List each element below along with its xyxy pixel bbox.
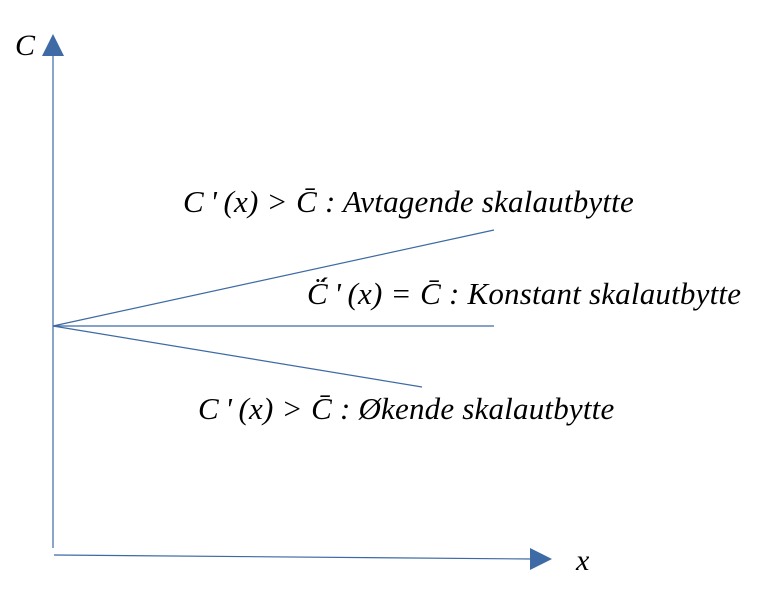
constant-returns-label: C̈́ ' (x) = C̄ : Konstant skalautbytte	[307, 276, 741, 311]
x-axis-arrowhead	[530, 548, 552, 570]
x-axis	[53, 554, 533, 560]
decreasing-returns-label: C ' (x) > C̄ : Avtagende skalautbytte	[183, 184, 634, 219]
decreasing-returns-line	[52, 229, 495, 327]
x-axis-label: x	[575, 544, 590, 577]
increasing-returns-line	[52, 325, 423, 388]
increasing-returns-label: C ' (x) > C̄ : Økende skalautbytte	[198, 391, 614, 426]
y-axis-label: C	[15, 29, 36, 62]
y-axis-arrowhead	[42, 34, 64, 56]
